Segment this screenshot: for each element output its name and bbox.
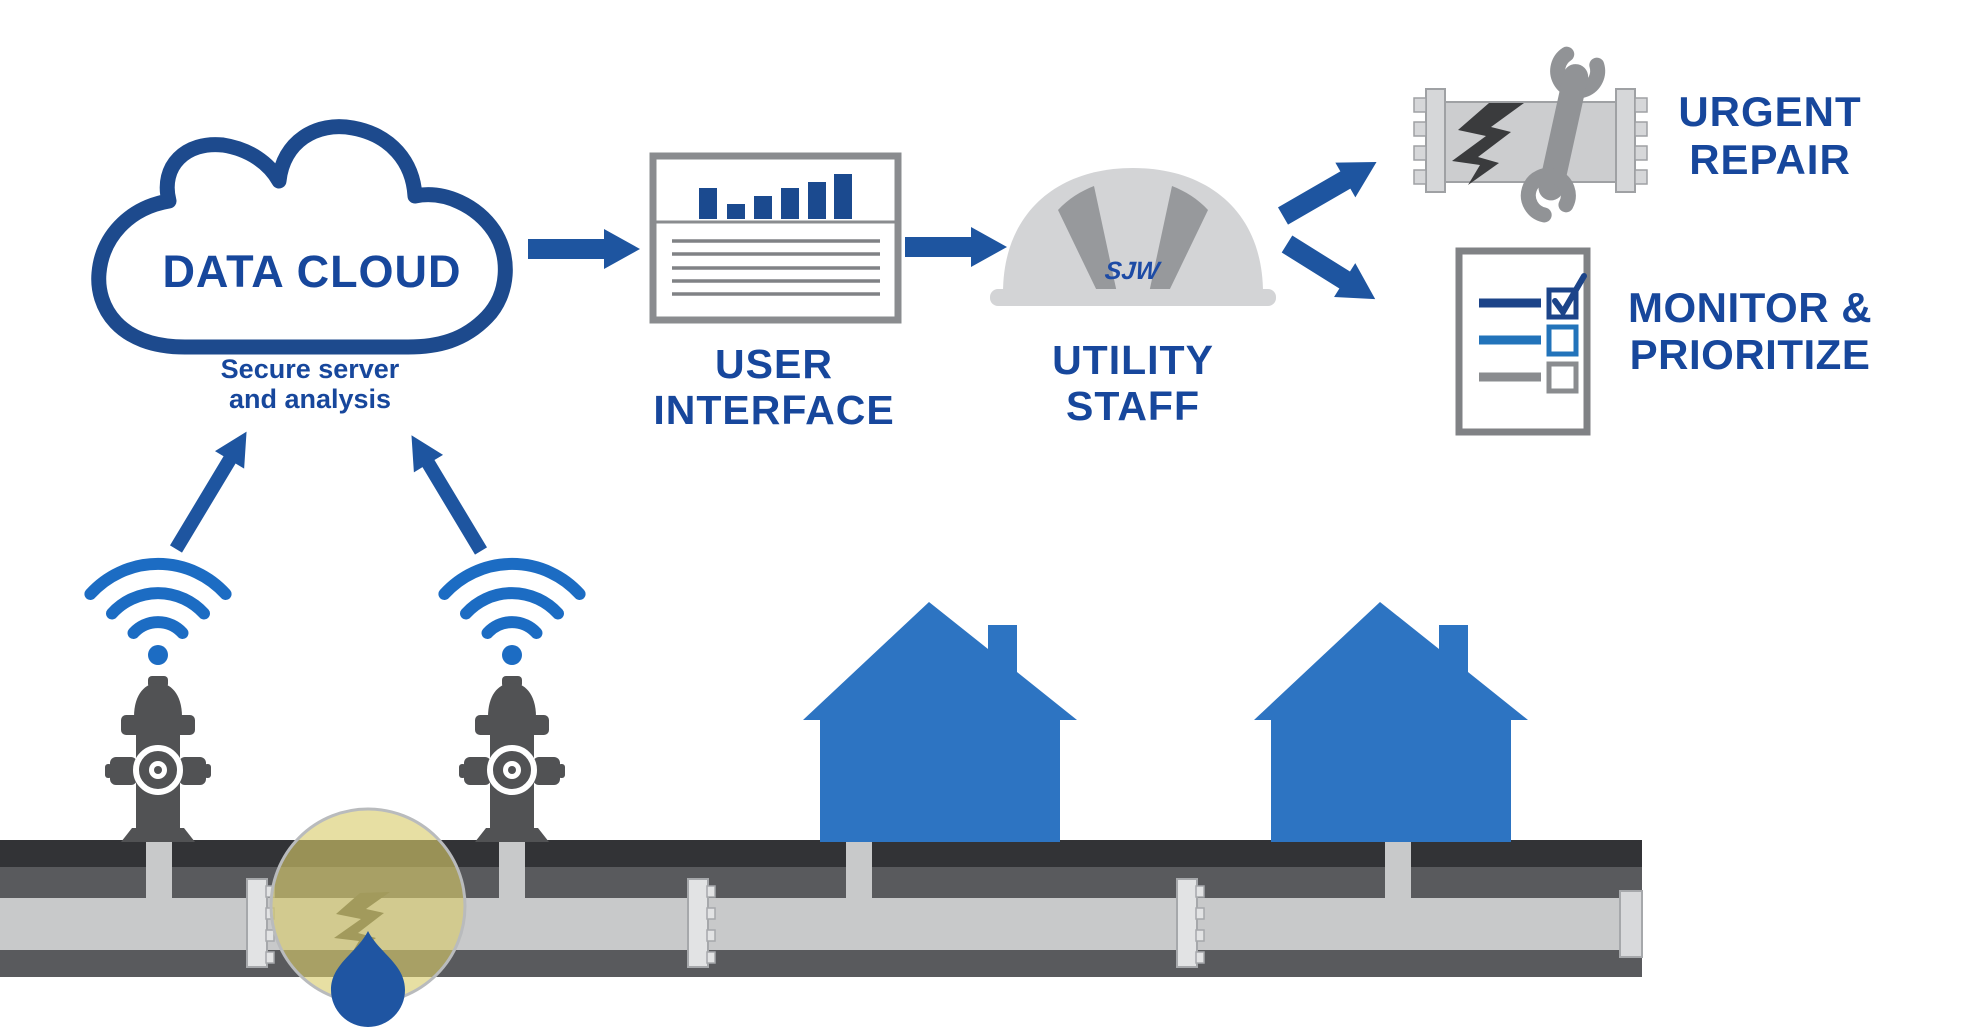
monitor-prioritize-label-line2: PRIORITIZE: [1629, 331, 1871, 378]
arrow-staff-to-monitor: [1281, 235, 1376, 300]
hard-hat-icon: [990, 168, 1276, 306]
user-interface-label: USER INTERFACE: [628, 341, 920, 433]
utility-staff-label-line2: STAFF: [1065, 383, 1201, 429]
arrow-ui-to-staff: [905, 227, 1007, 267]
bar-chart-bars: [699, 174, 852, 219]
wifi-signal-icon: [438, 557, 586, 665]
data-cloud-label: DATA CLOUD: [162, 246, 462, 297]
house-icon: [1254, 602, 1528, 842]
utility-staff-label: UTILITY STAFF: [985, 337, 1281, 429]
urgent-repair-label-line1: URGENT: [1678, 88, 1862, 135]
fire-hydrant-icon: [105, 676, 211, 842]
fire-hydrant-icon: [459, 676, 565, 842]
urgent-repair-label-line2: REPAIR: [1689, 136, 1851, 183]
monitor-prioritize-label: MONITOR & PRIORITIZE: [1602, 284, 1898, 378]
pipe-couplings: [246, 878, 1205, 968]
cracked-pipe-wrench-icon: [1413, 46, 1648, 223]
cloud-sublabel: Secure server and analysis: [135, 354, 485, 414]
checklist-icon: [1455, 247, 1591, 436]
user-interface-label-line1: USER: [715, 341, 833, 387]
flange-bolts: [1413, 97, 1648, 185]
wifi-signal-icon: [84, 557, 232, 665]
urgent-repair-label: URGENT REPAIR: [1642, 88, 1898, 184]
pipe-coupling: [246, 878, 275, 968]
street-cross-section: [0, 807, 1643, 1027]
service-pipes: [146, 840, 1411, 900]
pipe-crack: [1452, 103, 1524, 185]
pipe-coupling: [687, 878, 716, 968]
water-drop-icon: [331, 931, 405, 1027]
road-asphalt: [0, 840, 1642, 867]
cloud-sublabel-line1: Secure server: [220, 354, 400, 384]
arrow-staff-to-repair: [1278, 162, 1377, 225]
report-text-lines: [672, 239, 880, 296]
pipe-end-cap: [1619, 890, 1643, 958]
arrow-cloud-to-ui: [528, 229, 640, 269]
monitor-prioritize-label-line1: MONITOR &: [1627, 284, 1873, 331]
wrench-icon: [1520, 46, 1606, 223]
user-interface-label-line2: INTERFACE: [653, 387, 895, 433]
arrow-hydrant2-to-cloud: [411, 435, 488, 555]
house-icon: [803, 602, 1077, 842]
utility-staff-label-line1: UTILITY: [1052, 337, 1214, 383]
helmet-logo: SJW: [1103, 257, 1161, 285]
cloud-outline-icon: [91, 119, 513, 355]
bar-chart-report-icon: [649, 152, 902, 324]
arrow-hydrant1-to-cloud: [169, 431, 247, 553]
pipe-coupling: [1176, 878, 1205, 968]
cracked-pipe: [1413, 88, 1648, 193]
cloud-sublabel-line2: and analysis: [228, 384, 392, 414]
